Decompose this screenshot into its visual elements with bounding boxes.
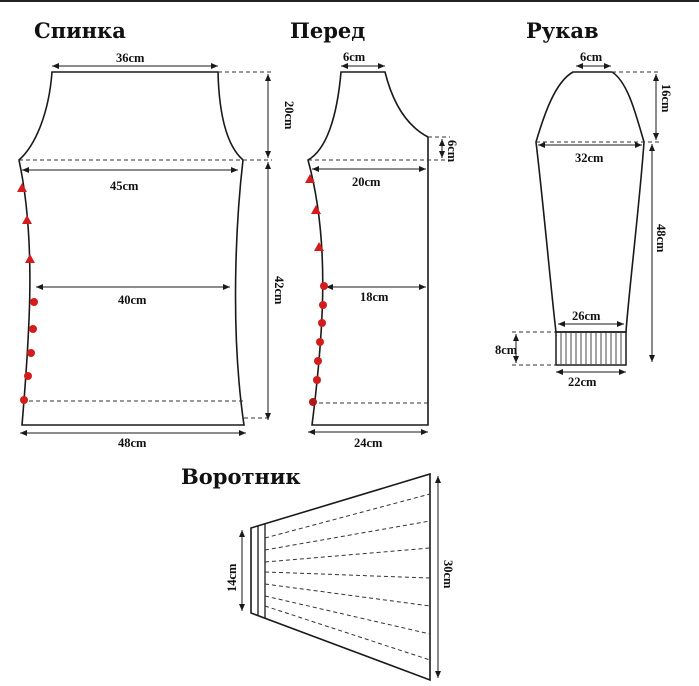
sleeve-cuff-width-label: 22cm	[568, 375, 597, 389]
front-dot-marker	[318, 319, 326, 327]
back-bottom-label: 48cm	[118, 436, 147, 450]
back-dot-marker	[27, 349, 35, 357]
sleeve-top-label: 6cm	[580, 50, 603, 64]
back-dot-marker	[29, 325, 37, 333]
front-waist-label: 18cm	[360, 290, 389, 304]
collar-short-label: 14cm	[225, 563, 239, 592]
sleeve-cuff	[555, 331, 627, 366]
front-triangle-marker	[305, 174, 315, 183]
sleeve-cap-label: 16cm	[659, 84, 673, 113]
sleeve-cuff-height-label: 8cm	[495, 343, 518, 357]
back-markers	[17, 183, 38, 404]
sleeve-title: Рукав	[526, 18, 599, 43]
back-triangle-marker	[25, 254, 35, 263]
front-dot-marker	[320, 282, 328, 290]
front-markers	[305, 174, 328, 406]
back-chest-label: 45cm	[110, 179, 139, 193]
back-dot-marker	[30, 298, 38, 306]
front-chest-label: 20cm	[352, 175, 381, 189]
front-dot-marker	[314, 357, 322, 365]
collar-title: Воротник	[181, 464, 301, 489]
front-neck-label: 6cm	[343, 50, 366, 64]
sleeve-outline	[535, 71, 645, 333]
back-triangle-marker	[22, 215, 32, 224]
back-outline	[18, 71, 245, 426]
back-dot-marker	[24, 372, 32, 380]
front-triangle-marker	[311, 205, 321, 214]
back-waist-label: 40cm	[118, 293, 147, 307]
sleeve-piece: Рукав 6cm 16cm 32cm	[495, 18, 673, 389]
front-dot-marker	[309, 398, 317, 406]
back-dot-marker	[20, 396, 28, 404]
front-dot-marker	[313, 376, 321, 384]
back-height-label: 42cm	[272, 276, 286, 305]
front-dot-marker	[316, 338, 324, 346]
collar-long-label: 30cm	[441, 560, 455, 589]
collar-piece: Воротник 14cm 30cm	[181, 464, 455, 682]
front-outline	[307, 71, 429, 426]
back-shoulder-label: 36cm	[116, 51, 145, 65]
collar-outline	[250, 472, 431, 682]
sleeve-cuff-ribbing	[560, 333, 622, 364]
sleeve-upper-label: 32cm	[575, 151, 604, 165]
front-dot-marker	[319, 301, 327, 309]
front-bottom-label: 24cm	[354, 436, 383, 450]
back-title: Спинка	[34, 18, 126, 43]
sleeve-lower-label: 26cm	[572, 309, 601, 323]
collar-fan-lines	[264, 493, 431, 661]
front-title: Перед	[290, 18, 365, 43]
front-neck-depth-label: 6cm	[445, 140, 459, 163]
front-piece: Перед 6cm 6cm 20cm 18cm 24cm	[290, 18, 459, 450]
sleeve-length-label: 48cm	[654, 224, 668, 253]
front-triangle-marker	[314, 242, 324, 251]
back-armhole-label: 20cm	[282, 101, 296, 130]
back-triangle-marker	[17, 183, 27, 192]
back-piece: Спинка 36cm 20cm 45cm 40cm 42cm 48cm	[17, 18, 296, 450]
